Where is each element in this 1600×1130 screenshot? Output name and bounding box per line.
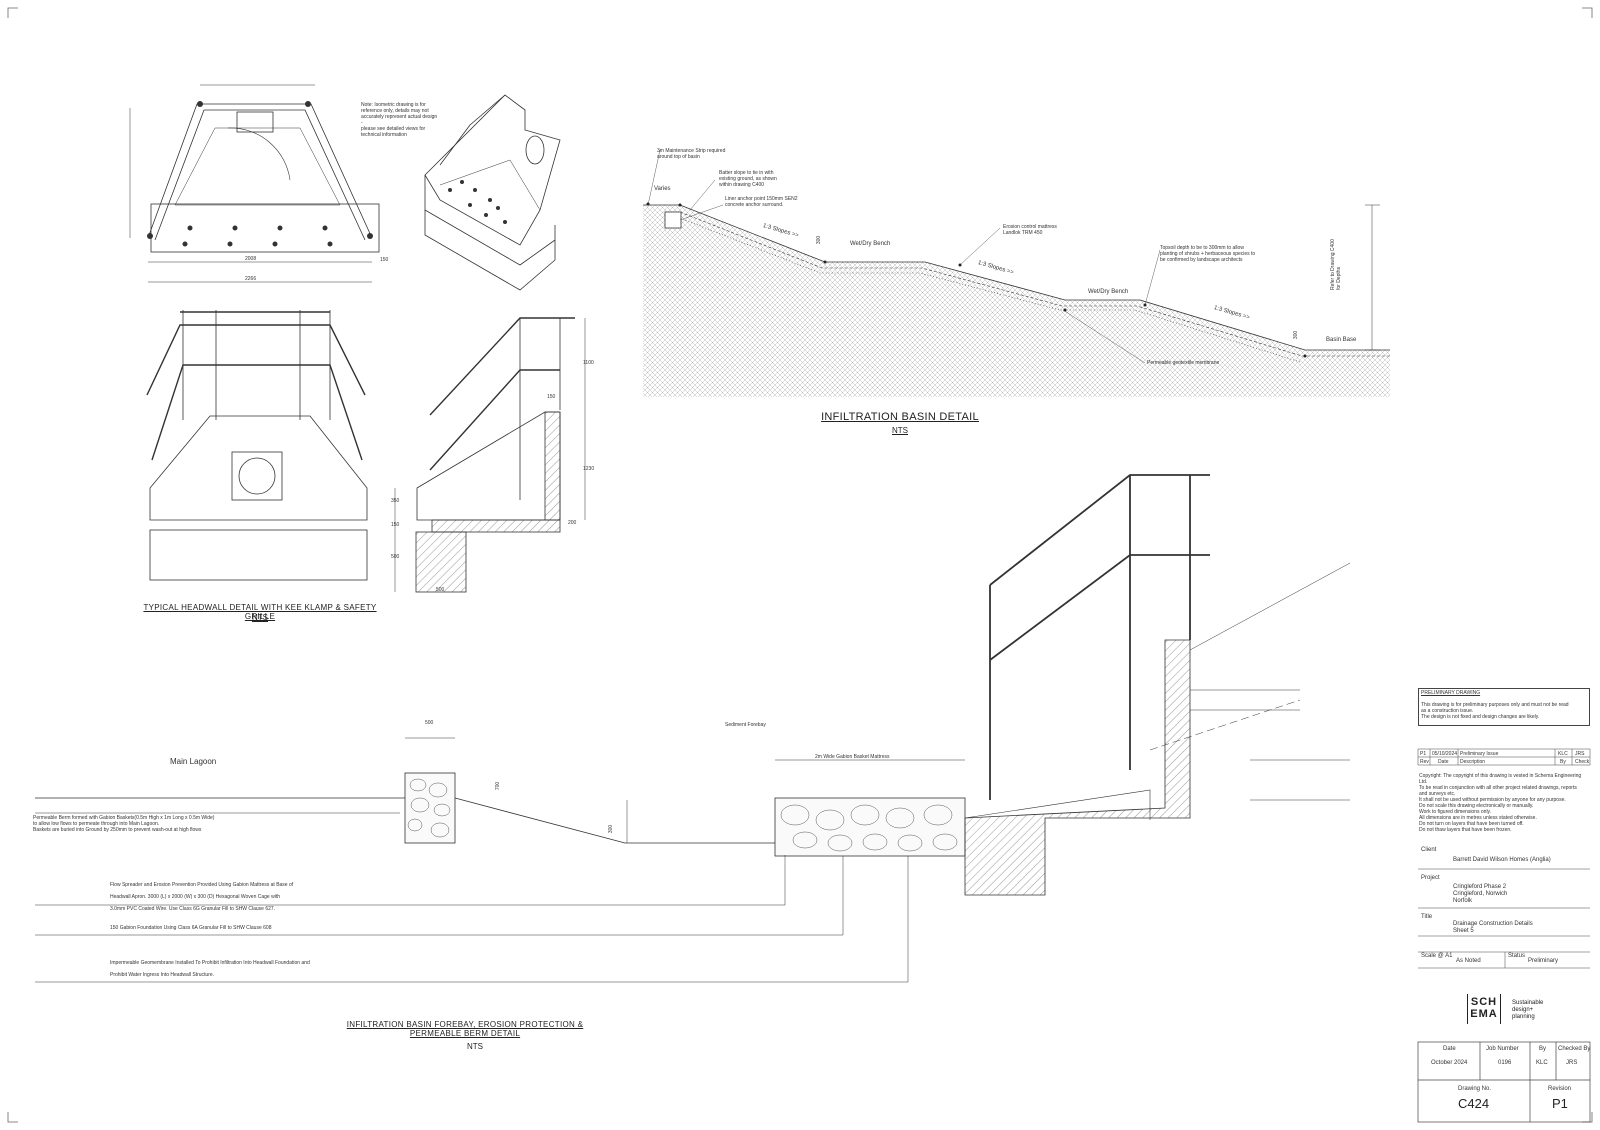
scale-value: As Noted	[1456, 958, 1481, 964]
dim-200: 200	[568, 520, 577, 526]
rev-head-check: Check	[1575, 759, 1590, 765]
copyright-text: Copyright: The copyright of this drawing…	[1419, 773, 1582, 833]
client-value: Barrett David Wilson Homes (Anglia)	[1453, 857, 1551, 863]
isometric-note: Note: Isometric drawing is for reference…	[361, 102, 438, 138]
gabion-foundation-note: 150 Gabion Foundation Using Class 6A Gra…	[110, 925, 272, 931]
flow-spreader-note-2: Headwall Apron. 3000 (L) x 2000 (W) x 30…	[110, 894, 280, 900]
schema-tagline: Sustainable design+ planning	[1512, 1000, 1544, 1020]
schema-logo: SCH EMA	[1467, 994, 1501, 1024]
sediment-forebay-label: Sediment Forebay	[725, 722, 766, 728]
title-label: Title	[1421, 914, 1433, 920]
drawing-number-value: C424	[1458, 1096, 1490, 1111]
rev-head-desc: Description	[1460, 759, 1486, 765]
date-label: Date	[1443, 1046, 1456, 1052]
dim-2266: 2266	[245, 276, 257, 282]
rev-head-rev: Rev	[1420, 759, 1429, 765]
rev-head-date: Date	[1438, 759, 1449, 765]
erosion-mattress-label: Erosion control mattress Landlok TRM 450	[1003, 224, 1057, 236]
dim-2008: 2008	[245, 256, 257, 262]
flow-spreader-note-3: 3.0mm PVC Coated Wire. Use Class 6G Gran…	[110, 906, 276, 912]
job-value: 0196	[1498, 1060, 1512, 1066]
job-label: Job Number	[1486, 1046, 1519, 1052]
forebay-scale: NTS	[467, 1042, 483, 1051]
dim-500-height: 500	[391, 554, 400, 560]
wet-dry-bench-2: Wet/Dry Bench	[1088, 289, 1129, 295]
maintenance-strip-label: 3m Maintenance Strip required around top…	[657, 148, 726, 160]
basin-base-label: Basin Base	[1326, 337, 1357, 343]
preliminary-box	[1418, 688, 1590, 726]
rev-row-desc: Preliminary Issue	[1460, 751, 1499, 757]
checked-value: JRS	[1566, 1060, 1578, 1066]
dim-1100: 1100	[583, 360, 594, 366]
preliminary-text: This drawing is for preliminary purposes…	[1421, 702, 1569, 720]
dim-350: 350	[391, 498, 400, 504]
permeable-berm-note: Permeable Berm formed with Gabion Basket…	[33, 815, 215, 833]
by-label: By	[1539, 1046, 1547, 1052]
forebay-title: INFILTRATION BASIN FOREBAY, EROSION PROT…	[346, 1020, 584, 1038]
headwall-scale: NTS	[252, 613, 268, 622]
geomembrane-note-1: Impermeable Geomembrane Installed To Pro…	[110, 960, 310, 966]
revision-label: Revision	[1548, 1086, 1572, 1092]
rev-row-by: KLC	[1558, 751, 1568, 757]
scale-label: Scale @ A1	[1421, 953, 1453, 959]
dim-150-base: 150	[391, 522, 400, 528]
project-label: Project	[1421, 875, 1440, 881]
checked-label: Checked By	[1558, 1046, 1591, 1052]
dim-150-side: 150	[547, 394, 556, 400]
wet-dry-bench-1: Wet/Dry Bench	[850, 241, 891, 247]
revision-value: P1	[1552, 1096, 1568, 1111]
liner-anchor-label: Liner anchor point 150mm SEN2 concrete a…	[725, 196, 798, 208]
dim-500-width: 500	[436, 587, 445, 593]
dim-1230: 1230	[583, 466, 595, 472]
preliminary-heading: PRELIMINARY DRAWING	[1421, 690, 1481, 696]
topsoil-label: Topsoil depth to be to 300mm to allow pl…	[1160, 245, 1256, 263]
geomembrane-note-2: Prohibit Water Ingress Into Headwall Str…	[110, 972, 215, 978]
client-label: Client	[1421, 847, 1437, 853]
title-value: Drainage Construction Details Sheet 5	[1453, 921, 1533, 934]
basin-title: INFILTRATION BASIN DETAIL	[821, 411, 979, 423]
geotextile-label: Permeable geotextile membrane	[1147, 360, 1220, 366]
date-value: October 2024	[1431, 1060, 1468, 1066]
status-label: Status	[1508, 953, 1526, 959]
rev-row-date: 05/10/2024	[1432, 751, 1458, 757]
drawing-number-label: Drawing No.	[1458, 1086, 1492, 1092]
rev-row-rev: P1	[1420, 751, 1427, 757]
basin-scale: NTS	[892, 426, 908, 435]
dim-500-berm: 500	[425, 720, 434, 726]
by-value: KLC	[1536, 1060, 1548, 1066]
main-lagoon-label: Main Lagoon	[170, 757, 217, 766]
rev-row-check: JRS	[1575, 751, 1585, 757]
dim-150-plan: 150	[380, 257, 389, 263]
varies-label: Varies	[654, 186, 671, 192]
gabion-mattress-label: 2m Wide Gabion Basket Mattress	[815, 754, 890, 760]
headwall-title: TYPICAL HEADWALL DETAIL WITH KEE KLAMP &…	[143, 603, 377, 621]
batter-slope-label: Batter slope to tie in with existing gro…	[719, 170, 777, 188]
rev-head-by: By	[1560, 759, 1566, 765]
project-value: Cringleford Phase 2 Cringleford, Norwich…	[1453, 884, 1508, 904]
flow-spreader-note-1: Flow Spreader and Erosion Prevention Pro…	[110, 882, 294, 888]
status-value: Preliminary	[1528, 958, 1559, 964]
